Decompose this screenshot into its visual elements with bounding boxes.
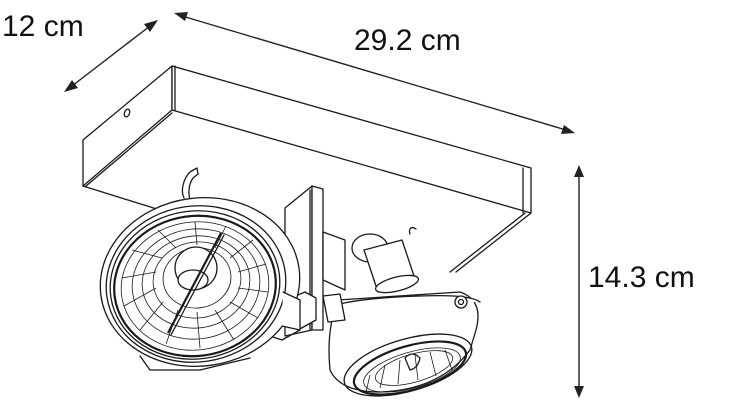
- width-dimension-label: 29.2 cm: [354, 24, 461, 57]
- height-dimension-arrow: [574, 165, 584, 398]
- height-dimension-label: 14.3 cm: [588, 261, 695, 294]
- right-lamp-socket: [351, 227, 420, 294]
- width-dimension-arrow: [174, 12, 575, 134]
- depth-dimension-arrow: [64, 20, 158, 92]
- left-cable: [181, 167, 199, 201]
- left-spotlight: [99, 197, 301, 371]
- adjustment-screw-icon: [454, 295, 468, 309]
- ceiling-base-box: [82, 65, 532, 273]
- right-spotlight: [322, 227, 481, 397]
- depth-dimension-label: 12 cm: [2, 10, 84, 43]
